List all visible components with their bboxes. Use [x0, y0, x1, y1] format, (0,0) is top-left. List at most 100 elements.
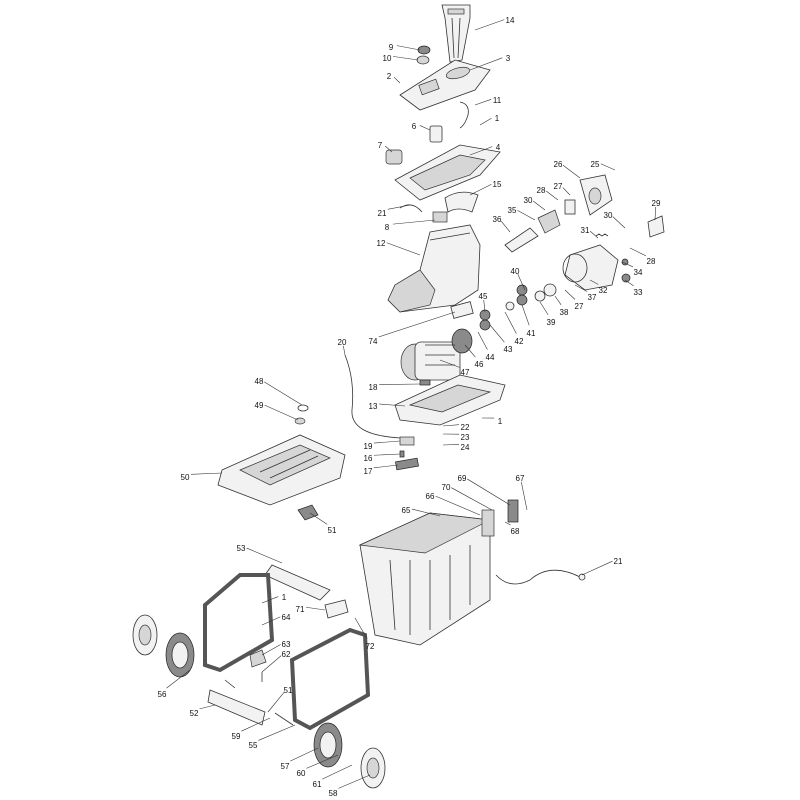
callout-c51: 51	[328, 526, 337, 535]
leader-line-c17	[373, 464, 399, 469]
callout-c44: 44	[486, 353, 495, 362]
callout-c11: 11	[493, 96, 502, 105]
callout-c35: 35	[508, 206, 517, 215]
callout-c48: 48	[255, 377, 264, 386]
callout-c12: 12	[377, 239, 386, 248]
callout-c30a: 30	[524, 196, 533, 205]
part-clip-18	[419, 379, 431, 386]
part-wire-21	[399, 204, 423, 213]
leader-line-c16	[373, 453, 401, 456]
callout-c27a: 27	[554, 182, 563, 191]
leader-line-c39	[539, 301, 549, 315]
leader-line-c21b	[581, 560, 613, 576]
callout-c24: 24	[461, 443, 470, 452]
part-knob-51	[297, 504, 319, 521]
part-gears	[479, 283, 557, 331]
callout-c16: 16	[364, 454, 373, 463]
callout-c8: 8	[385, 223, 390, 232]
leader-line-c60	[306, 754, 339, 769]
callout-c33: 33	[634, 288, 643, 297]
leader-line-c65	[411, 508, 441, 517]
leader-line-c68	[504, 521, 511, 526]
callout-c47: 47	[461, 368, 470, 377]
callout-c57: 57	[281, 762, 290, 771]
leader-line-c26	[562, 164, 581, 179]
leader-line-c7	[384, 145, 393, 153]
leader-line-c43	[489, 324, 505, 343]
part-wheel-left	[165, 632, 195, 678]
leader-line-c63	[261, 644, 281, 656]
callout-c29: 29	[652, 199, 661, 208]
part-switch	[429, 125, 443, 143]
callout-c19: 19	[364, 442, 373, 451]
leader-line-c15	[469, 183, 492, 196]
callout-c41: 41	[527, 329, 536, 338]
leader-line-c20	[343, 345, 346, 356]
leader-line-c62	[261, 655, 282, 673]
leader-line-c74	[378, 311, 456, 338]
callout-c61: 61	[313, 780, 322, 789]
callout-c43: 43	[504, 345, 513, 354]
callout-c21a: 21	[378, 209, 387, 218]
leader-line-c42	[504, 311, 517, 334]
callout-c66: 66	[426, 492, 435, 501]
callout-c50: 50	[181, 473, 190, 482]
leader-line-c1c	[261, 596, 279, 604]
part-housing-tray	[394, 144, 501, 201]
part-inlet	[385, 149, 403, 165]
leader-line-c11	[474, 99, 492, 106]
leader-line-c31	[589, 230, 599, 239]
leader-line-c22	[442, 424, 460, 427]
callout-c26: 26	[554, 160, 563, 169]
part-handle	[441, 4, 471, 63]
leader-line-c40	[517, 274, 526, 291]
leader-line-c27a	[562, 187, 571, 196]
part-cap-63	[249, 649, 267, 668]
leader-line-c67	[520, 481, 528, 511]
callout-c71: 71	[296, 605, 305, 614]
callout-c42: 42	[515, 337, 524, 346]
leader-line-c8	[392, 219, 436, 225]
callout-c6: 6	[412, 122, 417, 131]
part-ring-48	[297, 404, 309, 412]
callout-c14: 14	[506, 16, 515, 25]
leader-line-c57	[290, 747, 319, 762]
callout-c2: 2	[387, 72, 392, 81]
callout-c49: 49	[255, 401, 264, 410]
leader-line-c61	[322, 764, 353, 780]
callout-c23: 23	[461, 433, 470, 442]
callout-c9: 9	[389, 43, 394, 52]
callout-c15: 15	[493, 180, 502, 189]
callout-c62: 62	[282, 650, 291, 659]
leader-line-c29	[654, 206, 656, 221]
callout-c30b: 30	[604, 211, 613, 220]
leader-line-c24	[442, 444, 460, 446]
callout-c70: 70	[442, 483, 451, 492]
leader-line-c71	[305, 606, 326, 611]
callout-c25: 25	[591, 160, 600, 169]
part-ring-49	[294, 417, 306, 425]
callout-c1b: 1	[498, 417, 503, 426]
part-spring	[595, 233, 609, 237]
callout-c39: 39	[547, 318, 556, 327]
callout-c40: 40	[511, 267, 520, 276]
callout-c37: 37	[588, 293, 597, 302]
leader-line-c72	[354, 617, 368, 639]
leader-line-c48	[264, 381, 303, 406]
leader-line-c6	[419, 125, 431, 131]
part-gearbox-housing	[562, 244, 631, 291]
callout-c56: 56	[158, 690, 167, 699]
callout-c27b: 27	[575, 302, 584, 311]
callout-c32: 32	[599, 286, 608, 295]
leader-line-c34	[621, 261, 634, 268]
callout-c67: 67	[516, 474, 525, 483]
leader-line-c10	[392, 56, 419, 61]
callout-c31: 31	[581, 226, 590, 235]
part-bracket	[647, 215, 665, 238]
leader-line-c30a	[532, 200, 546, 211]
callout-c68: 68	[511, 527, 520, 536]
callout-c20: 20	[338, 338, 347, 347]
callout-c34: 34	[634, 268, 643, 277]
callout-c46: 46	[475, 360, 484, 369]
leader-line-c35	[517, 210, 536, 221]
